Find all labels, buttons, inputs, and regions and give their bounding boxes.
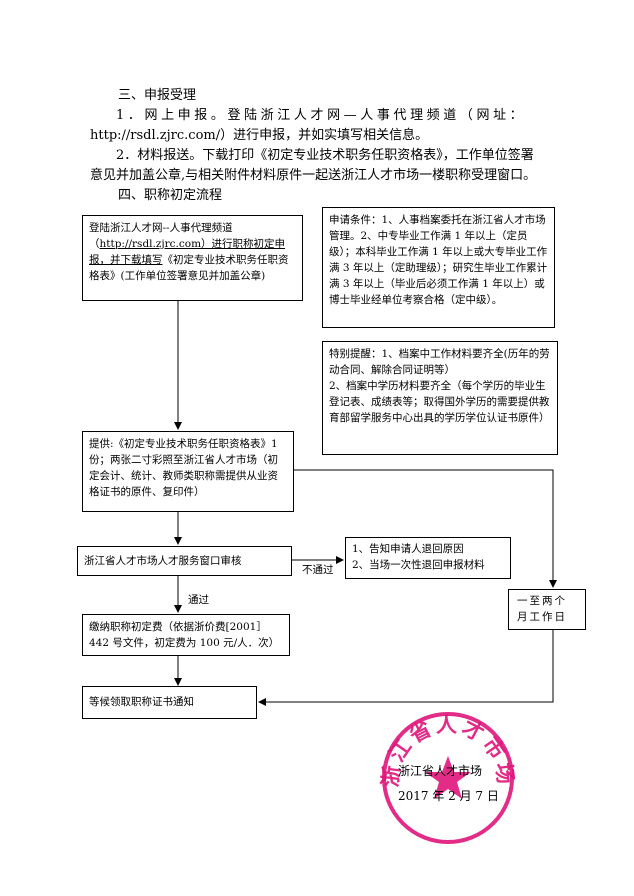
reminder-1-text: 特别提醒：1、档案中工作材料要齐全(历年的劳动合同、解除合同证明等） xyxy=(329,348,550,376)
rsdl-link[interactable]: http://rsdl.zjrc.com）进行职称初定申报，并下载填写 xyxy=(89,238,286,266)
conditions-text: 申请条件：1、人事档案委托在浙江省人才市场管理。2、中专毕业工作满 1 年以上（… xyxy=(329,214,548,306)
item-2-line-1: 2．材料报送。下载打印《初定专业技术职务任职资格表》，工作单位签署 xyxy=(116,148,534,163)
flow-step-window-review: 浙江省人才市场人才服务窗口审核 xyxy=(77,546,292,576)
step2-text: 提供:《初定专业技术职务任职资格表》1 份；两张二寸彩照至浙江省人才市场（初定会… xyxy=(89,438,278,498)
flow-duration-box: 一至两个月工作日 xyxy=(508,589,586,630)
official-seal-stamp: 浙江省人才市场 xyxy=(378,712,516,844)
flow-reminder-box: 特别提醒：1、档案中工作材料要齐全(历年的劳动合同、解除合同证明等） 2、档案中… xyxy=(322,341,558,455)
signature-date: 2017 年 2 月 7 日 xyxy=(398,789,499,803)
reminder-2-text: 2、档案中学历材料要齐全（每个学历的毕业生登记表、成绩表等；取得国外学历的需要提… xyxy=(329,380,550,424)
reject-1-text: 1、告知申请人退回原因 xyxy=(352,543,464,555)
flow-reject-box: 1、告知申请人退回原因 2、当场一次性退回申报材料 xyxy=(345,537,511,579)
seal-star-icon xyxy=(425,756,471,799)
signature-org: 浙江省人才市场 xyxy=(398,764,483,778)
step3-text: 浙江省人才市场人才服务窗口审核 xyxy=(84,555,242,567)
pass-label: 通过 xyxy=(188,594,209,606)
flow-step-submit-materials: 提供:《初定专业技术职务任职资格表》1 份；两张二寸彩照至浙江省人才市场（初定会… xyxy=(82,431,294,512)
reject-2-text: 2、当场一次性退回申报材料 xyxy=(352,559,485,571)
flow-step-await-notice: 等候领取职称证书通知 xyxy=(82,686,257,719)
item-1-line-1: 1．网上申报。登陆浙江人才网—人事代理频道（网址： xyxy=(116,108,527,123)
item-2-line-2: 意见并加盖公章,与相关附件材料原件一起送浙江人才市场一楼职称受理窗口。 xyxy=(90,168,537,183)
not-pass-label: 不通过 xyxy=(302,564,334,576)
duration-text: 一至两个月工作日 xyxy=(517,595,567,623)
arrow-duration-to-step5 xyxy=(258,630,554,706)
item-1-line-2: http://rsdl.zjrc.com/）进行申报，并如实填写相关信息。 xyxy=(90,128,429,143)
arrow-step2-to-duration xyxy=(292,469,557,588)
step4-text: 缴纳职称初定费（依据浙价费[2001］442 号文件，初定费为 100 元/人．… xyxy=(89,621,280,649)
step1-text-b: 《初定专业技术职务任职资格表》(工作单位签署意见并加盖公章) xyxy=(89,254,289,282)
step5-text: 等候领取职称证书通知 xyxy=(89,696,194,708)
flow-conditions-box: 申请条件：1、人事档案委托在浙江省人才市场管理。2、中专毕业工作满 1 年以上（… xyxy=(322,207,555,328)
flow-step-pay-fee: 缴纳职称初定费（依据浙价费[2001］442 号文件，初定费为 100 元/人．… xyxy=(82,614,290,656)
section-3-heading: 三、申报受理 xyxy=(118,88,197,103)
section-4-heading: 四、职称初定流程 xyxy=(118,188,223,203)
step1-text-a: 登陆浙江人才网--人事代理频道（ xyxy=(89,222,233,250)
flow-step-online-apply: 登陆浙江人才网--人事代理频道（http://rsdl.zjrc.com）进行职… xyxy=(82,215,303,301)
